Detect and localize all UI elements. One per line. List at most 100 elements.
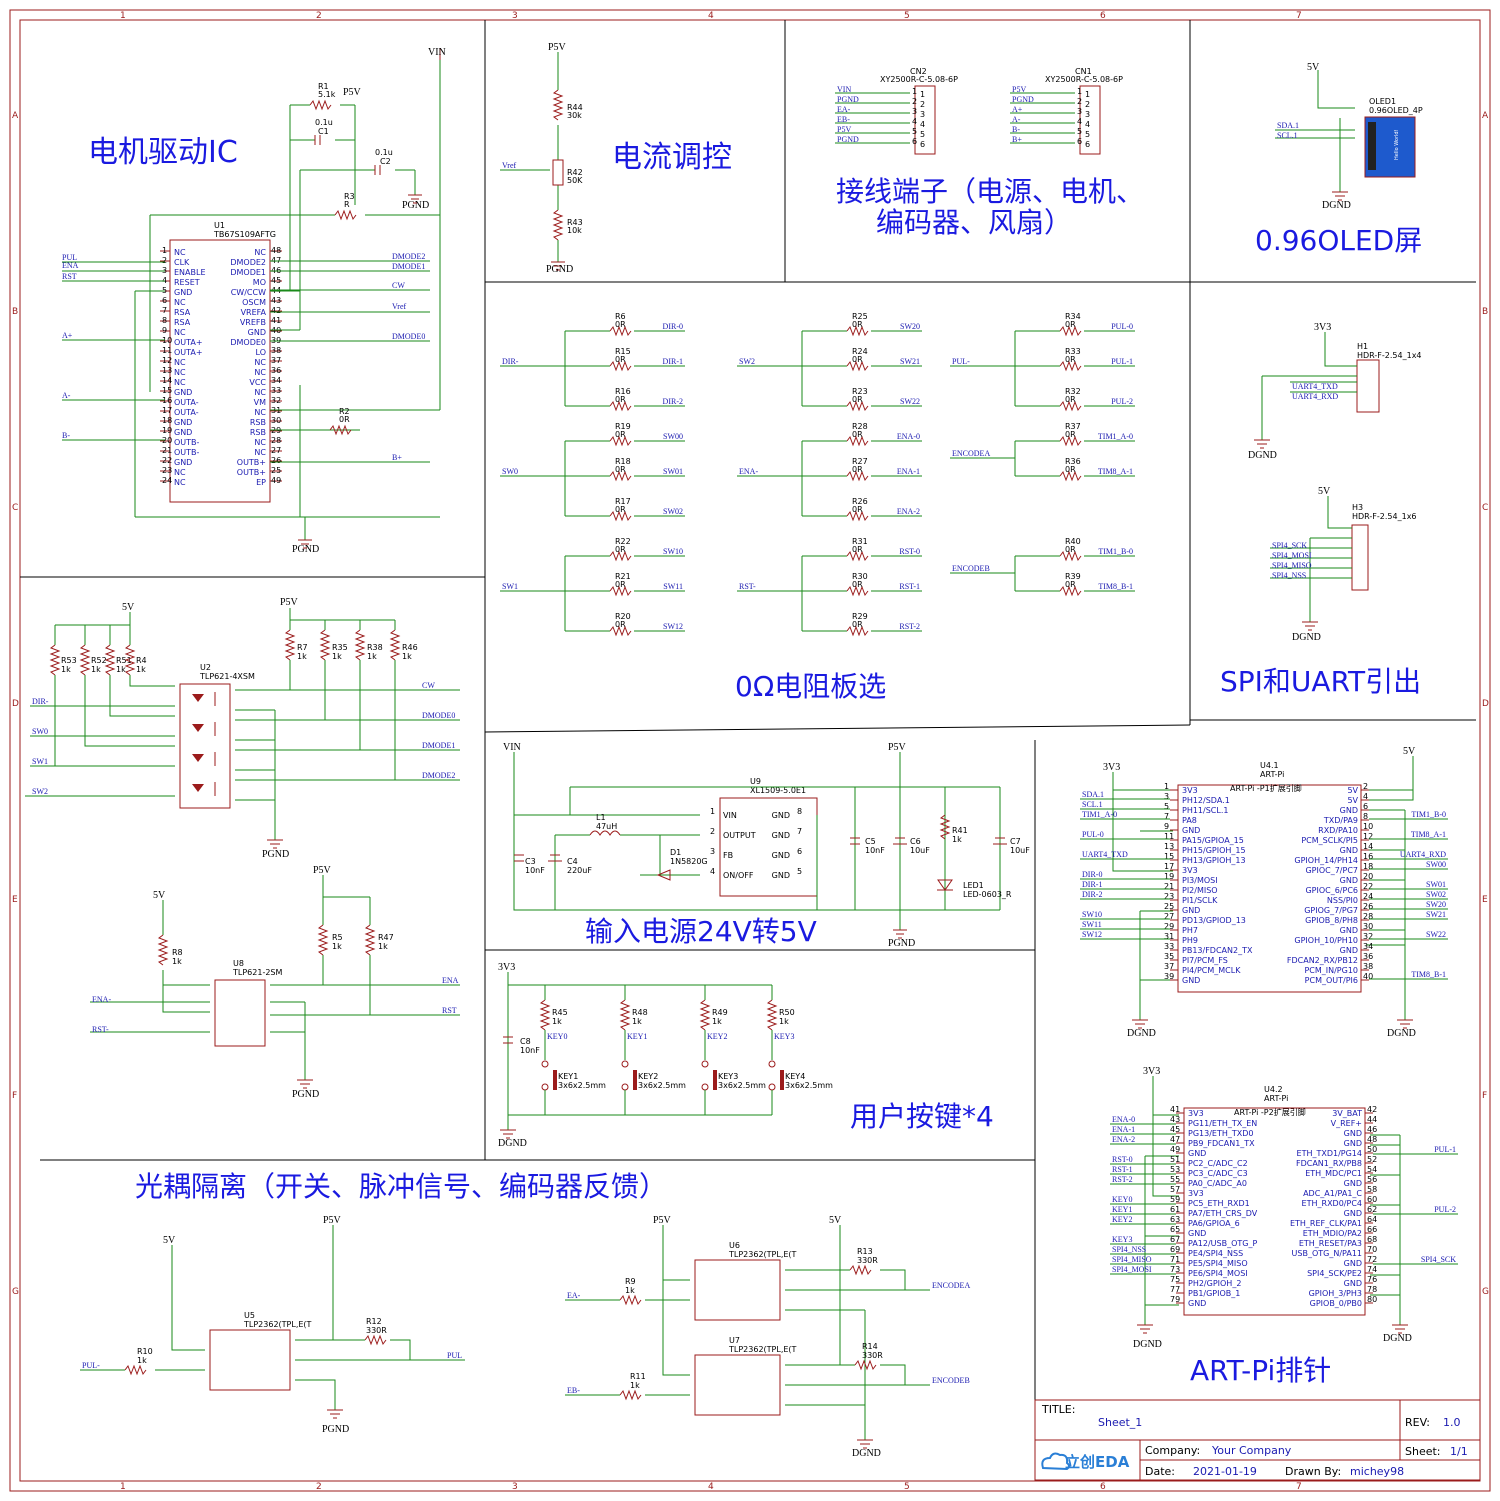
- u41-gnd-right: DGND: [1387, 1028, 1416, 1039]
- key-res-value: 1k: [632, 1017, 642, 1026]
- u41-part: ART-Pi: [1260, 770, 1284, 779]
- h3-sck: SPI4_SCK: [1272, 541, 1307, 550]
- zone-col-bottom: 5: [904, 1482, 910, 1492]
- artpi-pin-name: GND: [1182, 906, 1200, 915]
- u5-p5v: P5V: [323, 1215, 342, 1226]
- connector-pin-left: 1: [1077, 87, 1082, 96]
- key-ref: KEY4: [785, 1072, 805, 1081]
- artpi-pin-name: PA15/GPIOA_15: [1182, 836, 1244, 845]
- u1-pin-number: 23: [162, 466, 172, 475]
- artpi-left-net: KEY0: [1112, 1195, 1132, 1204]
- resistor-value: 0R: [852, 580, 863, 589]
- artpi-pin-name: PG11/ETH_TX_EN: [1188, 1119, 1257, 1128]
- artpi-left-net: KEY3: [1112, 1235, 1132, 1244]
- artpi-pin-name: V_REF+: [1331, 1119, 1362, 1128]
- u1-pin-name: NC: [174, 328, 186, 337]
- u2-input-resistor: [124, 644, 136, 676]
- r10-value: 1k: [137, 1356, 147, 1365]
- u5-5v: 5V: [163, 1235, 176, 1246]
- h1-gnd: DGND: [1248, 450, 1277, 461]
- resistor-ref: R25: [852, 312, 868, 321]
- oled-sda: SDA.1: [1277, 121, 1299, 130]
- connector-net: PGND: [837, 95, 859, 104]
- key-ref: KEY3: [718, 1072, 738, 1081]
- key-res-ref: R49: [712, 1008, 728, 1017]
- artpi-pin-name: PE4/SPI4_NSS: [1188, 1249, 1243, 1258]
- u42-gnd-right: DGND: [1383, 1333, 1412, 1344]
- artpi-pin-name: NSS/PI0: [1327, 896, 1358, 905]
- led-icon: [192, 754, 204, 762]
- u2-ref: U2: [200, 663, 211, 672]
- artpi-pin-name: FDCAN1_RX/PB8: [1296, 1159, 1362, 1168]
- u1-pin-number: 9: [162, 326, 167, 335]
- artpi-pin-number: 80: [1367, 1295, 1377, 1304]
- vin-label: VIN: [428, 47, 446, 58]
- artpi-right-net: TIM8_B-1: [1411, 970, 1446, 979]
- artpi-pin-number: 9: [1164, 822, 1169, 831]
- resgroup-out-net: DIR-2: [663, 397, 683, 406]
- u1-pin-name: GND: [248, 328, 266, 337]
- resistor-ref: R19: [615, 422, 631, 431]
- resgroup-out-net: PUL-0: [1111, 322, 1133, 331]
- r1-value: 5.1k: [318, 90, 336, 99]
- company-value: Your Company: [1211, 1444, 1292, 1457]
- connector-pin-left: 5: [912, 127, 917, 136]
- zone-col-bottom: 4: [708, 1482, 714, 1492]
- artpi-pin-name: ETH_RXD0/PC4: [1302, 1199, 1362, 1208]
- artpi-pin-number: 5: [1164, 802, 1169, 811]
- zone-col-bottom: 6: [1100, 1482, 1106, 1492]
- artpi-pin-number: 3: [1164, 792, 1169, 801]
- key-switch-icon: [553, 1070, 557, 1090]
- zone-col-bottom: 3: [512, 1482, 518, 1492]
- u2-res-value: 1k: [367, 652, 377, 661]
- resistor-ref: R39: [1065, 572, 1081, 581]
- resistor-0r: [609, 510, 632, 522]
- resgroup-out-net: RST-2: [899, 622, 920, 631]
- cn2-ref: CN2: [910, 67, 927, 76]
- resistor-value: 0R: [1065, 395, 1076, 404]
- u2-res-ref: R51: [116, 656, 132, 665]
- artpi-pin-number: 13: [1164, 842, 1174, 851]
- connector-pin-left: 5: [1077, 127, 1082, 136]
- artpi-pin-number: 23: [1164, 892, 1174, 901]
- eda-logo: 立创EDA: [1065, 1453, 1130, 1471]
- r44-ref: R44: [567, 103, 583, 112]
- r9-ref: R9: [625, 1277, 636, 1286]
- resistor-value: 0R: [852, 355, 863, 364]
- artpi-left-net: SPI4_NSS: [1112, 1245, 1146, 1254]
- u1-pin-name: VCC: [249, 378, 266, 387]
- resistor-value: 0R: [615, 395, 626, 404]
- artpi-left-net: ENA-1: [1112, 1125, 1135, 1134]
- u1-pin-name: NC: [174, 478, 186, 487]
- u1-pin-number: 6: [162, 296, 167, 305]
- u1-pin-number: 41: [271, 316, 281, 325]
- artpi-pin-name: PI2/MISO: [1182, 886, 1218, 895]
- resgroup-in-net: ENA-: [739, 467, 758, 476]
- artpi-pin-number: 8: [1363, 812, 1368, 821]
- artpi-pin-number: 49: [1170, 1145, 1180, 1154]
- pwr-p5v: P5V: [888, 742, 907, 753]
- u1-pin-number: 38: [271, 346, 281, 355]
- title-user-keys: 用户按键*4: [850, 1100, 994, 1133]
- drawn-label: Drawn By:: [1285, 1465, 1341, 1478]
- resistor-0r: [846, 360, 869, 372]
- resistor-value: 0R: [615, 430, 626, 439]
- cn2-part: XY2500R-C-5.08-6P: [880, 75, 958, 84]
- zone-col-bottom: 1: [120, 1482, 126, 1492]
- resgroup-out-net: SW12: [663, 622, 683, 631]
- connector-pin-right: 4: [1085, 120, 1090, 129]
- h1-rxd: UART4_RXD: [1292, 392, 1338, 401]
- optocoupler-u5-block: U5 TLP2362(TPL,E(T 5V P5V PGND R10 1k R1…: [80, 1215, 465, 1435]
- d1-ref: D1: [670, 848, 681, 857]
- artpi-pin-name: PH2/GPIOH_2: [1188, 1279, 1241, 1288]
- artpi-pin-number: 66: [1367, 1225, 1377, 1234]
- u1-pin-name: OUTB+: [237, 468, 266, 477]
- led1-ref: LED1: [963, 881, 984, 890]
- u1-pin-name: NC: [254, 248, 266, 257]
- sheet-title: Sheet_1: [1098, 1416, 1142, 1429]
- u1-pin-number: 36: [271, 366, 281, 375]
- u9-pin-name: GND: [772, 831, 790, 840]
- resistor-value: 0R: [1065, 580, 1076, 589]
- zone-row-right: E: [1482, 895, 1488, 905]
- artpi-pin-number: 27: [1164, 912, 1174, 921]
